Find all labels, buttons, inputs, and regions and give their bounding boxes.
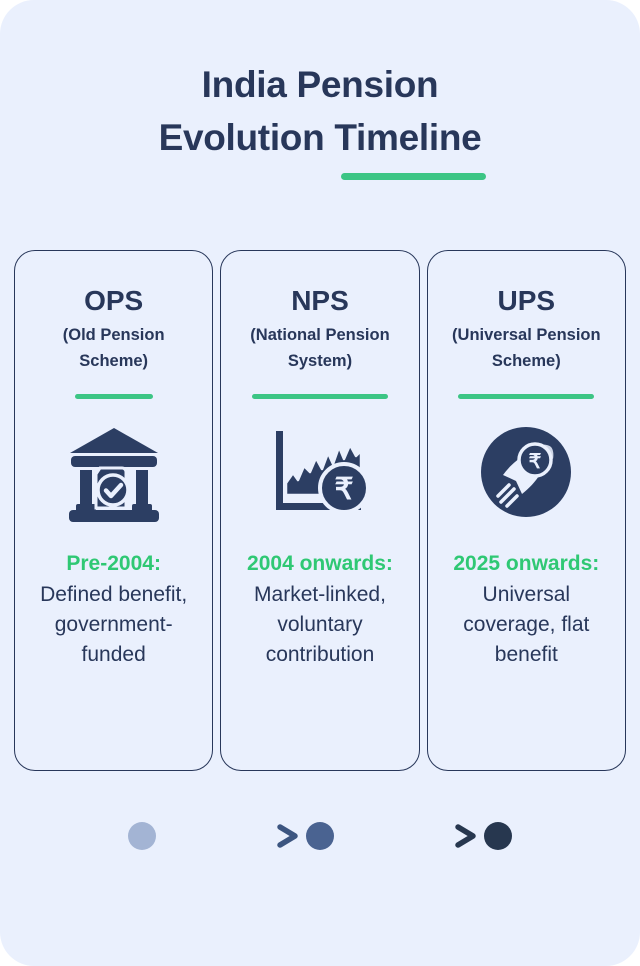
title-accent-underline <box>341 173 486 180</box>
rocket-rupee-icon: ₹ <box>478 424 574 525</box>
page-title-line-1: India Pension <box>201 64 439 105</box>
icon-slot-ups: ₹ <box>478 399 574 549</box>
scheme-era-nps: 2004 onwards: <box>247 552 393 575</box>
scheme-fullname-ops: (Old Pension Scheme) <box>62 326 165 370</box>
card-divider-ops <box>74 394 153 399</box>
scheme-abbr-ups: UPS <box>497 285 556 316</box>
card-divider-ups <box>458 394 595 399</box>
scheme-fullname-nps: (National Pension System) <box>250 326 390 370</box>
scheme-era-ups: 2025 onwards: <box>453 552 600 575</box>
scheme-abbr-ops: OPS <box>84 285 144 316</box>
timeline-dot-ops[interactable] <box>128 822 156 850</box>
scheme-desc-nps: 2004 onwards: Market-linked, voluntary c… <box>221 549 418 670</box>
scheme-detail-ups: Universal coverage, flat benefit <box>463 583 590 666</box>
scheme-desc-ups: 2025 onwards: Universal coverage, flat b… <box>428 549 625 670</box>
page-title-line-2: Evolution Timeline <box>158 117 482 158</box>
scheme-detail-ops: Defined benefit, government-funded <box>40 583 188 666</box>
timeline-arrow-1 <box>156 823 306 849</box>
timeline-progress-strip <box>0 806 640 866</box>
header: India Pension Evolution Timeline <box>0 0 640 190</box>
scheme-era-ops: Pre-2004: <box>66 552 161 575</box>
scheme-detail-nps: Market-linked, voluntary contribution <box>254 583 386 666</box>
timeline-dot-nps[interactable] <box>306 822 334 850</box>
icon-slot-nps: ₹ <box>270 399 370 549</box>
card-divider-nps <box>251 394 388 399</box>
scheme-fullname-ups: (Universal Pension Scheme) <box>452 326 601 370</box>
scheme-desc-ops: Pre-2004: Defined benefit, government-fu… <box>15 549 212 670</box>
scheme-cards-row: OPS (Old Pension Scheme) <box>14 250 626 771</box>
scheme-card-ops[interactable]: OPS (Old Pension Scheme) <box>14 250 214 771</box>
svg-text:₹: ₹ <box>529 451 542 473</box>
market-chart-rupee-icon: ₹ <box>270 425 370 524</box>
scheme-abbr-nps: NPS <box>291 285 349 316</box>
timeline-dot-ups[interactable] <box>484 822 512 850</box>
scheme-card-ups[interactable]: UPS (Universal Pension Scheme) <box>426 250 626 771</box>
timeline-arrow-2 <box>334 823 484 849</box>
scheme-card-nps[interactable]: NPS (National Pension System) ₹ <box>220 250 420 771</box>
title-underline-wrapper <box>0 164 640 190</box>
svg-text:₹: ₹ <box>334 473 353 506</box>
bank-check-icon <box>62 420 166 529</box>
icon-slot-ops <box>62 399 166 549</box>
